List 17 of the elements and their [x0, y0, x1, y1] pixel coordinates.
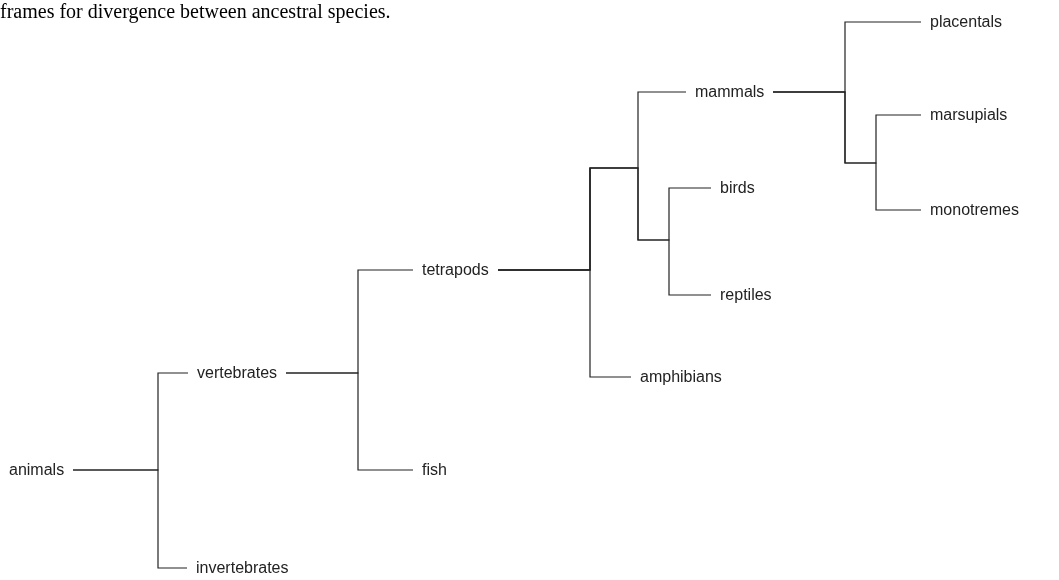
taxon-label: marsupials — [921, 105, 1017, 125]
taxon-label: tetrapods — [413, 260, 498, 280]
branch-line — [72, 469, 188, 569]
taxon-label: vertebrates — [188, 363, 287, 383]
taxon-label: reptiles — [711, 285, 781, 305]
taxon-label: animals — [0, 460, 74, 480]
taxon-label: invertebrates — [187, 558, 298, 578]
taxon-label: amphibians — [631, 367, 731, 387]
taxon-label: monotremes — [921, 200, 1028, 220]
taxon-label: fish — [413, 460, 456, 480]
taxon-label: birds — [711, 178, 764, 198]
caption-text: frames for divergence between ancestral species. — [0, 0, 391, 22]
branch-line — [772, 91, 922, 211]
taxon-label: placentals — [921, 12, 1012, 32]
branch-line — [497, 269, 632, 378]
branch-line — [285, 372, 414, 471]
taxon-label: mammals — [686, 82, 774, 102]
